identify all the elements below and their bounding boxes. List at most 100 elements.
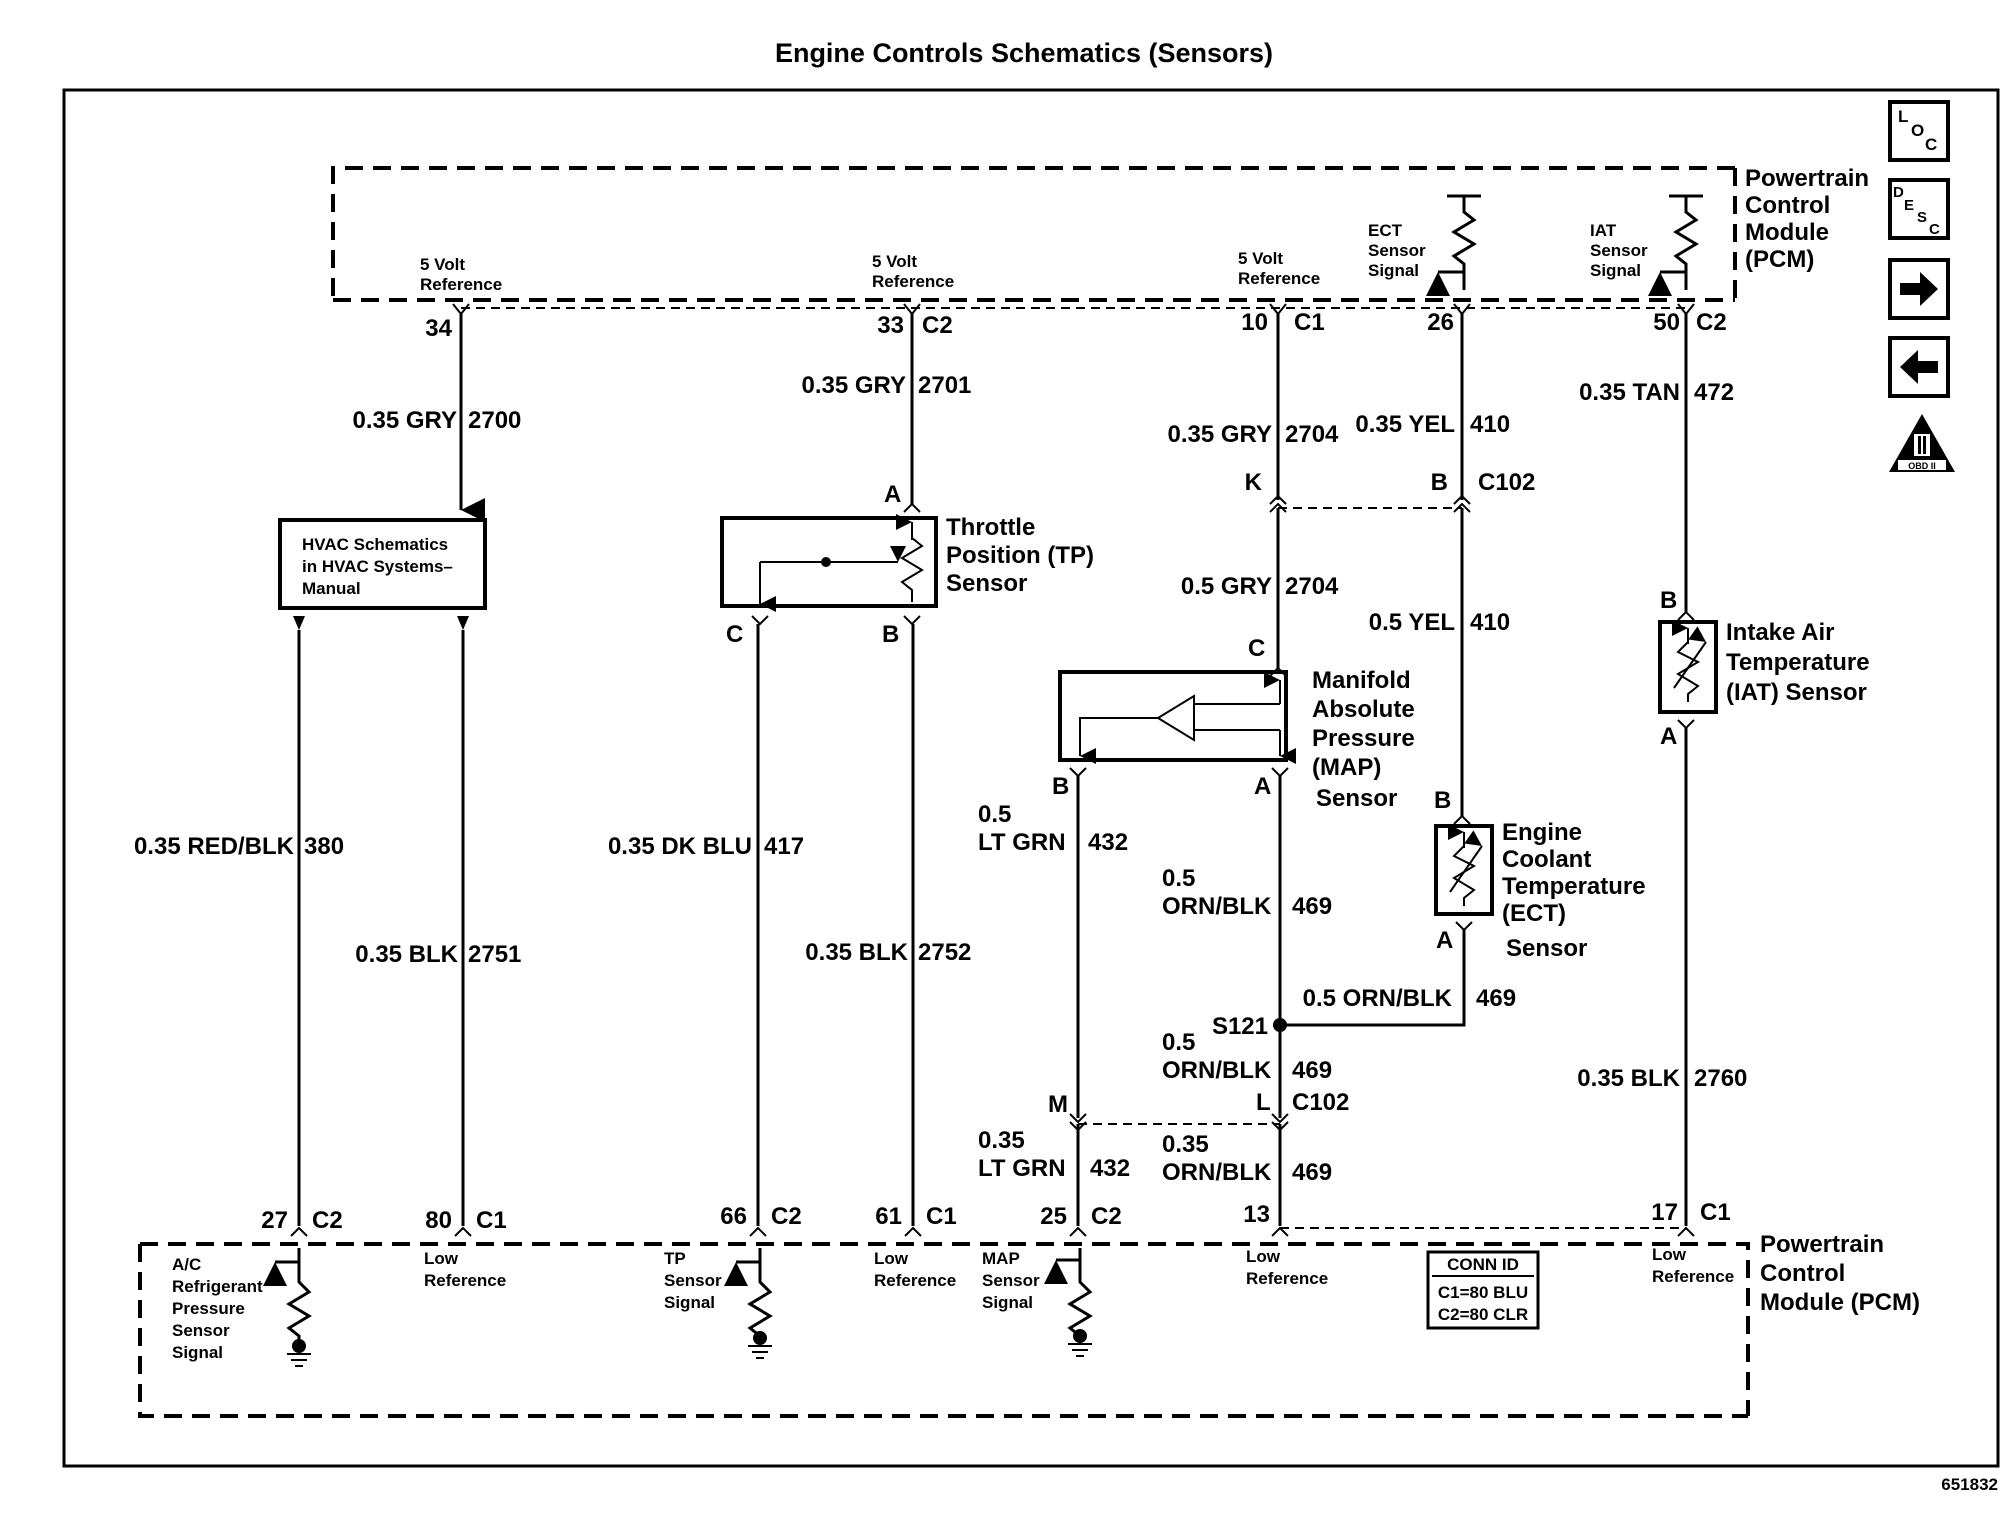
tp-pin-b: B — [882, 621, 899, 648]
wire-410-upper-color: 0.35 YEL — [1355, 411, 1455, 438]
figure-id: 651832 — [1941, 1475, 1998, 1494]
obd-ii-icon[interactable]: OBD II — [1889, 414, 1955, 472]
svg-text:C1: C1 — [476, 1207, 507, 1234]
c102-pin-l: L — [1256, 1089, 1271, 1116]
svg-text:Reference: Reference — [872, 272, 954, 291]
svg-text:13: 13 — [1243, 1201, 1270, 1228]
svg-text:(ECT): (ECT) — [1502, 900, 1566, 927]
svg-text:0.35: 0.35 — [978, 1127, 1025, 1154]
hvac-pin-arrow — [457, 616, 469, 630]
svg-text:in HVAC Systems–: in HVAC Systems– — [302, 557, 453, 576]
iat-pullup-resistor — [1648, 194, 1703, 296]
c102-top-connector — [1269, 494, 1287, 513]
next-arrow-icon[interactable] — [1888, 258, 1950, 320]
wire-472-circuit: 472 — [1694, 379, 1734, 406]
wire-2751-circuit: 2751 — [468, 941, 521, 968]
svg-text:Reference: Reference — [1652, 1267, 1734, 1286]
wire-469-ect-color: 0.5 ORN/BLK — [1303, 985, 1453, 1012]
svg-text:Low: Low — [874, 1249, 909, 1268]
map-sensor — [1058, 670, 1296, 764]
svg-text:Refrigerant: Refrigerant — [172, 1277, 263, 1296]
svg-text:33: 33 — [877, 312, 904, 339]
svg-text:27: 27 — [261, 1207, 288, 1234]
wire-410-lower-circuit: 410 — [1470, 609, 1510, 636]
tp-sensor — [720, 514, 938, 612]
wire-410-lower-color: 0.5 YEL — [1369, 609, 1455, 636]
svg-text:Pressure: Pressure — [172, 1299, 245, 1318]
svg-text:Manual: Manual — [302, 579, 361, 598]
pin-27-function: A/C Refrigerant Pressure Sensor Signal — [172, 1255, 263, 1362]
pin-13: 13 — [1243, 1201, 1289, 1237]
wire-2700-circuit: 2700 — [468, 407, 521, 434]
pin-26: 26 — [1427, 303, 1471, 336]
pcm-bottom-label: Powertrain Control Module (PCM) — [1760, 1231, 1920, 1316]
map-pin-a: A — [1254, 773, 1271, 800]
svg-text:Reference: Reference — [420, 275, 502, 294]
svg-text:469: 469 — [1292, 1159, 1332, 1186]
svg-text:D: D — [1893, 184, 1904, 201]
svg-text:Sensor: Sensor — [664, 1271, 722, 1290]
svg-text:Coolant: Coolant — [1502, 846, 1591, 873]
svg-text:Signal: Signal — [982, 1293, 1033, 1312]
c102-bottom-label: C102 — [1292, 1089, 1349, 1116]
splice-s121 — [1273, 1018, 1287, 1032]
svg-text:(PCM): (PCM) — [1745, 246, 1814, 273]
svg-text:S: S — [1917, 209, 1927, 226]
svg-text:Low: Low — [1246, 1247, 1281, 1266]
svg-text:61: 61 — [875, 1203, 902, 1230]
svg-text:Sensor: Sensor — [172, 1321, 230, 1340]
svg-text:O: O — [1911, 121, 1924, 140]
svg-text:17: 17 — [1651, 1199, 1678, 1226]
wire-469-map-label: 0.5 ORN/BLK 469 — [1162, 865, 1332, 920]
svg-text:26: 26 — [1427, 309, 1454, 336]
svg-text:Sensor: Sensor — [1506, 935, 1587, 962]
svg-text:(IAT) Sensor: (IAT) Sensor — [1726, 679, 1867, 706]
svg-text:C1: C1 — [1700, 1199, 1731, 1226]
tp-pin-c: C — [726, 621, 743, 648]
wire-2700-color: 0.35 GRY — [353, 407, 458, 434]
svg-text:Reference: Reference — [1246, 1269, 1328, 1288]
wire-2752-color: 0.35 BLK — [805, 939, 908, 966]
svg-text:IAT: IAT — [1590, 221, 1617, 240]
hvac-reference-box[interactable]: HVAC Schematics in HVAC Systems– Manual — [278, 518, 487, 610]
svg-text:C2: C2 — [771, 1203, 802, 1230]
wire-469-lower-label: 0.35 ORN/BLK 469 — [1162, 1131, 1332, 1186]
pcm-bottom-boundary — [138, 1242, 1750, 1418]
map-signal-pulldown-resistor — [1044, 1248, 1093, 1357]
svg-text:LT GRN: LT GRN — [978, 829, 1066, 856]
svg-text:469: 469 — [1292, 893, 1332, 920]
svg-text:Signal: Signal — [1368, 261, 1419, 280]
svg-text:ORN/BLK: ORN/BLK — [1162, 1159, 1272, 1186]
svg-text:5 Volt: 5 Volt — [872, 252, 917, 271]
svg-text:0.35: 0.35 — [1162, 1131, 1209, 1158]
svg-text:Absolute: Absolute — [1312, 696, 1415, 723]
svg-text:MAP: MAP — [982, 1249, 1020, 1268]
svg-text:Control: Control — [1745, 192, 1830, 219]
wire-2751-color: 0.35 BLK — [355, 941, 458, 968]
wire-2760-color: 0.35 BLK — [1577, 1065, 1680, 1092]
loc-icon[interactable]: LOC — [1888, 100, 1950, 162]
svg-text:TP: TP — [664, 1249, 686, 1268]
svg-text:C2: C2 — [1091, 1203, 1122, 1230]
page-frame — [62, 88, 2000, 1468]
wire-2752-circuit: 2752 — [918, 939, 971, 966]
svg-text:0.5: 0.5 — [978, 801, 1011, 828]
wire-2704-lower-circuit: 2704 — [1285, 573, 1339, 600]
svg-text:Signal: Signal — [172, 1343, 223, 1362]
wire-2704-upper-circuit: 2704 — [1285, 421, 1339, 448]
svg-text:66: 66 — [720, 1203, 747, 1230]
svg-text:Sensor: Sensor — [1368, 241, 1426, 260]
svg-text:Pressure: Pressure — [1312, 725, 1415, 752]
svg-text:5 Volt: 5 Volt — [420, 255, 465, 274]
svg-text:Powertrain: Powertrain — [1760, 1231, 1884, 1258]
svg-text:C2: C2 — [1696, 309, 1727, 336]
prev-arrow-icon[interactable] — [1888, 336, 1950, 398]
